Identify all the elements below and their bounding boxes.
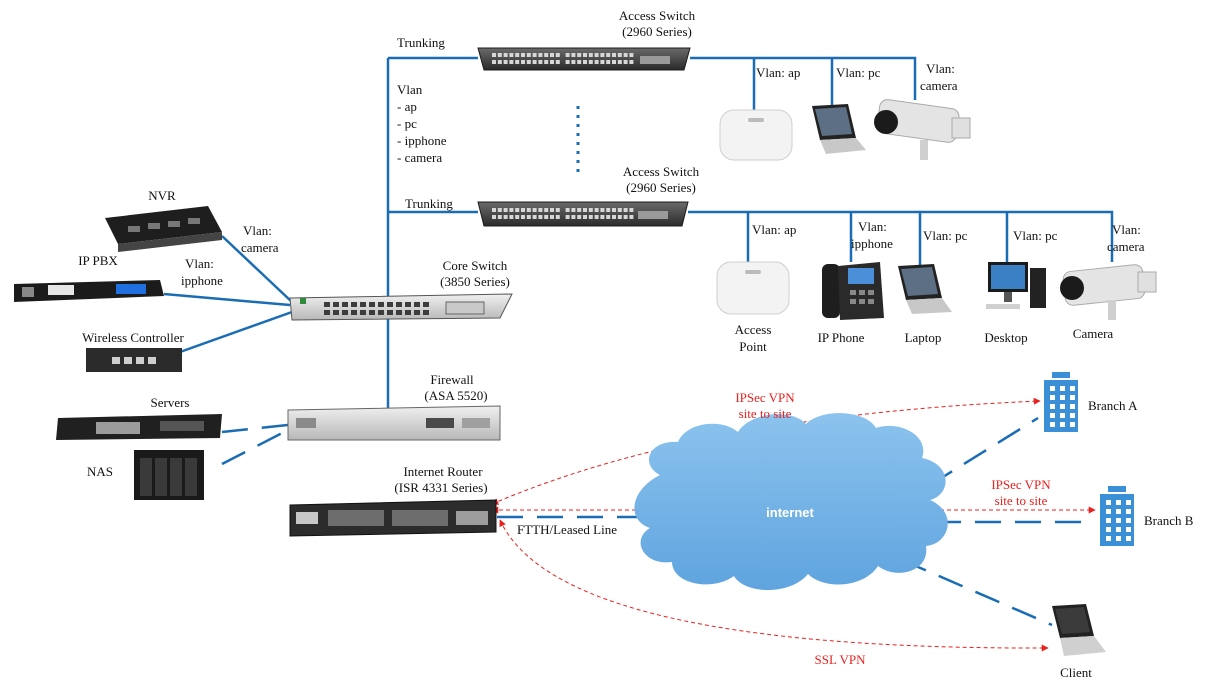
branch-b-building-icon [1100, 486, 1134, 546]
nvr-device [105, 206, 222, 252]
vpn-arc-client [499, 519, 1049, 652]
router-name: Internet Router [403, 464, 483, 479]
ip-pbx-label: IP PBX [78, 253, 118, 268]
nas-label: NAS [87, 464, 113, 479]
row2-vlan-camera-2: camera [1107, 239, 1145, 254]
trunking-label-2: Trunking [405, 196, 453, 211]
trunking-label-1: Trunking [397, 35, 445, 50]
access-switch-2 [477, 201, 689, 227]
vlan-list-heading: Vlan [397, 82, 423, 97]
row1-access-point [719, 109, 793, 161]
wireless-controller-device [86, 348, 182, 372]
pbx-vlan-1: Vlan: [185, 256, 214, 271]
nvr-label: NVR [148, 188, 176, 203]
row2-ip-phone [822, 262, 884, 320]
vpn-site-b-label-1: IPSec VPN [991, 477, 1051, 492]
row2-camera-label: Camera [1073, 326, 1114, 341]
branch-b-label: Branch B [1144, 513, 1194, 528]
ip-pbx-device [14, 280, 164, 302]
client-label: Client [1060, 665, 1092, 680]
router-model: (ISR 4331 Series) [394, 480, 487, 495]
vpn-arc-branch-a [491, 397, 1041, 505]
row2-vlan-camera-1: Vlan: [1112, 222, 1141, 237]
access-switch-2-model: (2960 Series) [626, 180, 696, 195]
core-switch-model: (3850 Series) [440, 274, 510, 289]
links [163, 56, 1114, 410]
vpn-site-a-label-2: site to site [739, 406, 792, 421]
access-switch-1-name: Access Switch [619, 8, 696, 23]
internet-label: internet [766, 505, 814, 520]
row2-vlan-ap: Vlan: ap [752, 222, 796, 237]
vpn-ssl-label: SSL VPN [815, 652, 867, 667]
vpn-site-b-label-2: site to site [995, 493, 1048, 508]
row1-laptop [812, 104, 866, 154]
link-pbx [163, 292, 291, 307]
nvr-vlan-2: camera [241, 240, 279, 255]
servers-label: Servers [151, 395, 190, 410]
row2-access-point [716, 261, 790, 315]
access-switch-2-name: Access Switch [623, 164, 700, 179]
firewall-name: Firewall [430, 372, 474, 387]
row1-vlan-camera-2: camera [920, 78, 958, 93]
link-wlc [179, 310, 293, 354]
link-nas [221, 428, 289, 466]
row2-camera [1060, 264, 1157, 320]
vpn-site-a-label-1: IPSec VPN [735, 390, 795, 405]
wan-label: FTTH/Leased Line [517, 522, 617, 537]
pbx-vlan-2: ipphone [181, 273, 223, 288]
servers-device [56, 414, 222, 440]
row2-ip-phone-label: IP Phone [818, 330, 865, 345]
wireless-controller-label: Wireless Controller [82, 330, 184, 345]
row2-vlan-pc-desktop: Vlan: pc [1013, 228, 1058, 243]
access-switch-1 [477, 47, 691, 71]
row1-vlan-ap: Vlan: ap [756, 65, 800, 80]
core-switch [289, 293, 513, 321]
link-row1-bus [690, 56, 917, 100]
row2-desktop-label: Desktop [984, 330, 1027, 345]
nas-device [134, 450, 204, 500]
client-laptop [1052, 604, 1106, 656]
nvr-vlan-1: Vlan: [243, 223, 272, 238]
row2-vlan-pc-laptop: Vlan: pc [923, 228, 968, 243]
link-client [901, 558, 1053, 627]
row2-desktop [986, 262, 1046, 309]
row2-laptop [898, 264, 952, 314]
core-switch-name: Core Switch [443, 258, 508, 273]
vlan-list-item: - ipphone [397, 133, 447, 148]
row1-camera [874, 99, 971, 160]
row2-laptop-label: Laptop [905, 330, 942, 345]
row2-access-point-label-2: Point [739, 339, 767, 354]
row1-vlan-pc: Vlan: pc [836, 65, 881, 80]
link-row2-bus [688, 210, 1114, 262]
firewall-model: (ASA 5520) [424, 388, 487, 403]
row2-vlan-ipphone-1: Vlan: [858, 219, 887, 234]
row2-vlan-ipphone-2: ipphone [851, 236, 893, 251]
labels: Access Switch (2960 Series) Trunking Vla… [78, 8, 1194, 680]
router-device [289, 499, 497, 537]
row2-access-point-label-1: Access [735, 322, 772, 337]
link-branch-a [929, 416, 1039, 487]
branch-a-building-icon [1044, 372, 1078, 432]
vlan-list-item: - pc [397, 116, 417, 131]
vlan-list-item: - ap [397, 99, 417, 114]
link-nvr [221, 235, 293, 303]
link-servers [221, 423, 289, 434]
firewall-device [287, 405, 501, 441]
vlan-list-item: - camera [397, 150, 442, 165]
internet-cloud: internet [634, 413, 948, 590]
access-switch-1-model: (2960 Series) [622, 24, 692, 39]
branch-a-label: Branch A [1088, 398, 1138, 413]
row1-vlan-camera-1: Vlan: [926, 61, 955, 76]
